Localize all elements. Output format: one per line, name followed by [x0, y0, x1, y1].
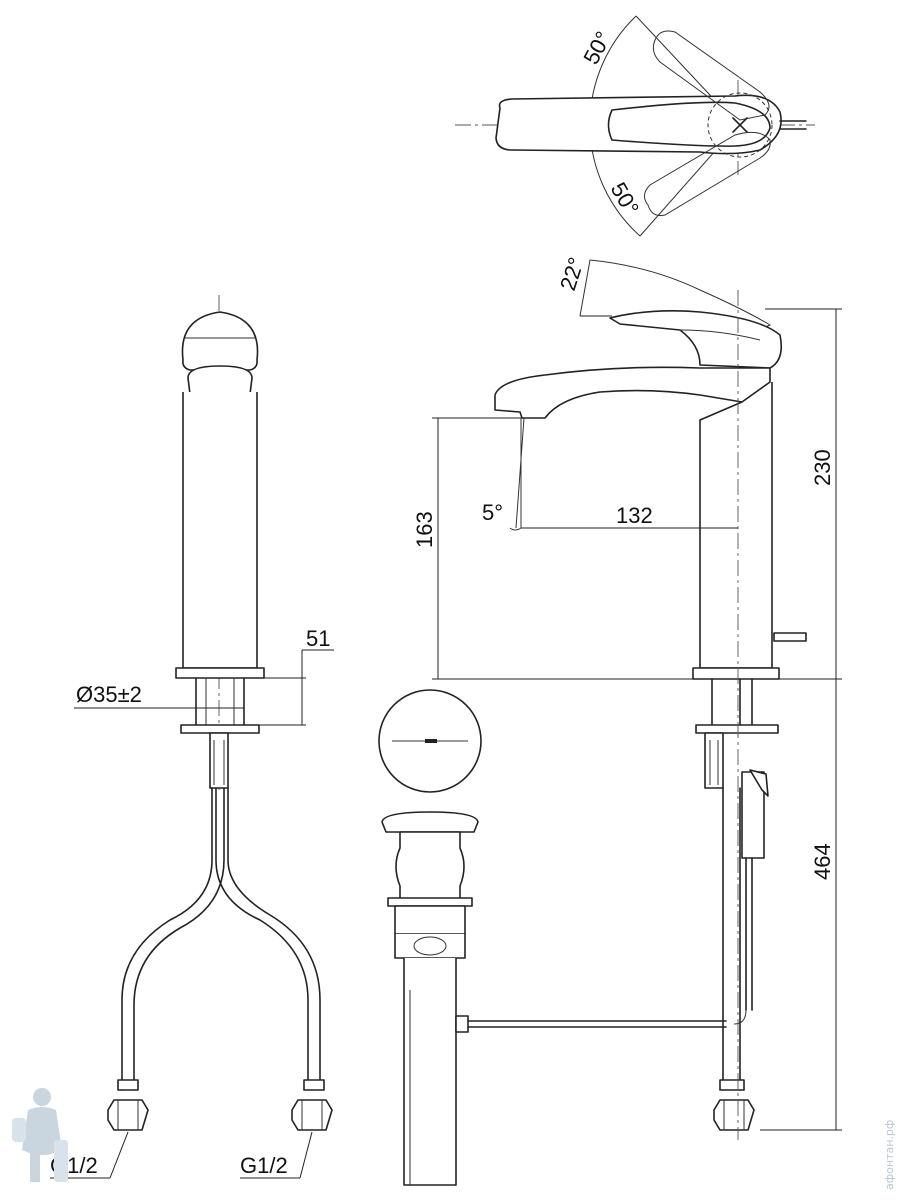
side-view: 22° 230 — [412, 254, 842, 1140]
front-view: G1/2 G1/2 51 Ø35±2 — [50, 295, 334, 1179]
watermark-text: афонтан.рф — [883, 1120, 896, 1190]
top-view: 50° 50° — [455, 15, 815, 237]
lever-angle-label: 22° — [555, 254, 589, 293]
spout-angle-label: 5° — [482, 500, 503, 525]
spout-reach-label: 132 — [616, 503, 653, 528]
total-height-label: 230 — [810, 449, 835, 486]
drain-assembly — [378, 689, 727, 1186]
hole-diameter-label: Ø35±2 — [76, 682, 142, 707]
watermark-mascot — [12, 1088, 68, 1182]
upper-angle-label: 50° — [578, 27, 616, 68]
lower-angle-label: 50° — [606, 178, 644, 219]
base-height-label: 51 — [306, 626, 330, 651]
hose-length-label: 464 — [810, 843, 835, 880]
spout-height-label: 163 — [412, 511, 437, 548]
thread-right-label: G1/2 — [240, 1153, 288, 1178]
